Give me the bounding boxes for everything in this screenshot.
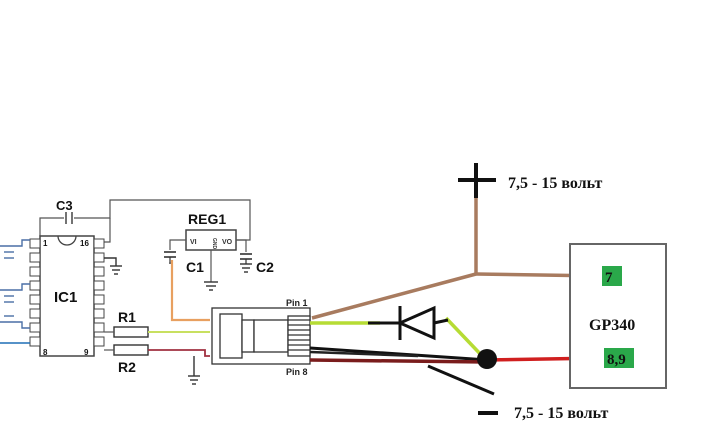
label-c3: C3 (56, 198, 73, 213)
label-pin-1: 1 (43, 239, 48, 248)
wire-black-1 (309, 346, 489, 362)
wire-brown-to-connector (311, 272, 477, 320)
label-voltage-minus: 7,5 - 15 вольт (514, 405, 608, 422)
device-pin-7-highlight (602, 266, 622, 286)
wire-black-2 (309, 350, 419, 358)
label-reg-vi: VI (190, 239, 197, 246)
label-pin-9: 9 (84, 348, 89, 357)
junction-dot (477, 349, 497, 369)
ic1-chip (29, 235, 105, 357)
label-device-name: GP340 (589, 317, 635, 334)
plus-sign-icon (458, 163, 496, 198)
diode (368, 305, 449, 341)
ground-symbols-reg (169, 262, 252, 291)
label-voltage-plus: 7,5 - 15 вольт (508, 175, 602, 192)
label-reg-vo: VO (222, 239, 233, 246)
wire-dark-red (309, 358, 487, 364)
resistor-r2 (113, 344, 149, 356)
ground-symbol-connector (188, 356, 200, 385)
ground-symbol-ic1 (104, 257, 122, 275)
wire-black-minus (427, 364, 495, 396)
resistor-r1 (113, 326, 149, 338)
connector-block (211, 307, 311, 365)
label-pin-16: 16 (80, 239, 89, 248)
label-ic1: IC1 (54, 289, 77, 306)
label-reg1: REG1 (188, 211, 226, 227)
label-reg-gnd: GND (211, 238, 217, 250)
label-r1: R1 (118, 309, 136, 325)
label-pin-8: 8 (43, 348, 48, 357)
label-c2: C2 (256, 259, 274, 275)
label-device-pin-89: 8,9 (607, 352, 626, 368)
device-pin-89-highlight (604, 348, 634, 368)
label-connector-pin1: Pin 1 (286, 298, 308, 308)
ic-resistor-wires (104, 331, 114, 351)
label-connector-pin8: Pin 8 (286, 367, 308, 377)
wire-orange (170, 260, 210, 322)
label-c1: C1 (186, 259, 204, 275)
label-r2: R2 (118, 359, 136, 375)
wire-darkred-r2 (148, 349, 210, 357)
capacitor-c2 (240, 253, 252, 264)
capacitor-c3 (65, 212, 73, 224)
capacitor-c1 (164, 251, 176, 262)
reg1-wires (169, 239, 247, 282)
label-device-pin-7: 7 (605, 270, 613, 286)
left-edge-parts (0, 239, 30, 344)
